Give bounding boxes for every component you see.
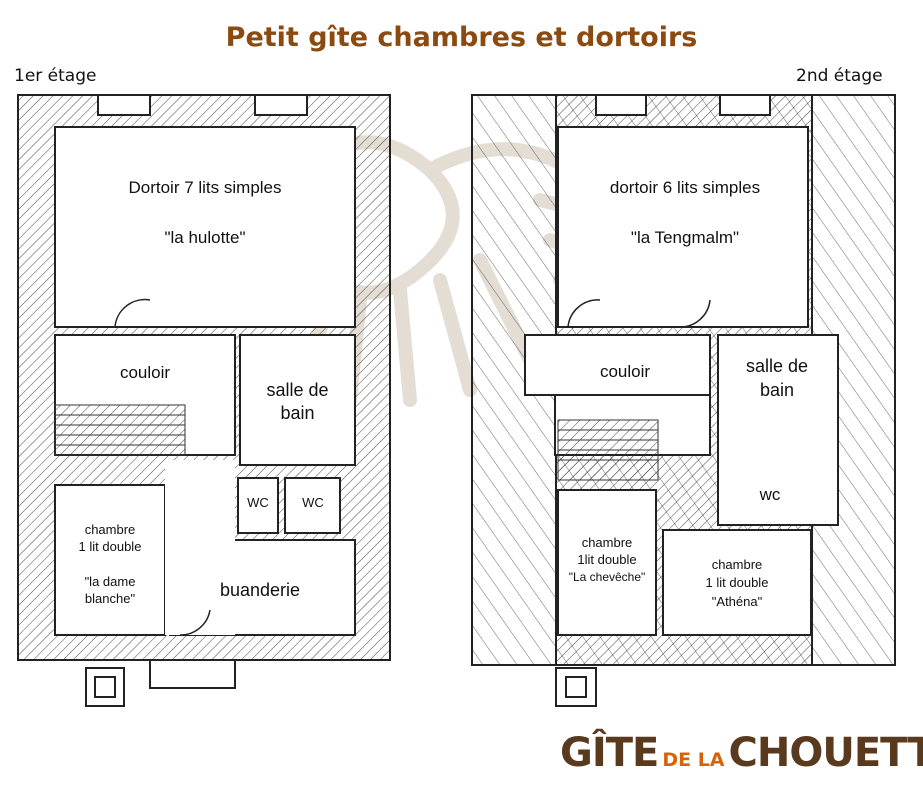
floor1-dortoir-nickname: "la hulotte" [164, 228, 246, 247]
floor2-dortoir-nickname: "la Tengmalm" [630, 228, 740, 247]
floor1-dortoir-name: Dortoir 7 lits simples [128, 178, 282, 197]
floor1-bath-line2: bain [280, 403, 315, 423]
floor1-plan [17, 94, 391, 707]
floor1-chambre-line2: 1 lit double [78, 539, 142, 554]
floor2-plan [471, 94, 896, 707]
floor1-chambre-line1: chambre [84, 522, 136, 537]
floor2-bath-line1: salle de [745, 356, 809, 376]
floor2-couloir: couloir [599, 362, 651, 381]
logo-part2: DE LA [662, 749, 725, 771]
floor1-chambre-line3: "la dame [84, 574, 136, 589]
floor2-chambre-a-line1: chambre [581, 535, 633, 550]
floor2-chambre-a-line3: "La chevêche" [568, 570, 646, 584]
floor1-bath-line1: salle de [266, 380, 329, 400]
floor2-wc: wc [759, 485, 781, 504]
floor1-chambre-line4: blanche" [84, 591, 136, 606]
floor1-couloir: couloir [119, 363, 171, 382]
page-title: Petit gîte chambres et dortoirs [225, 22, 698, 53]
floor2-chambre-b-line1: chambre [711, 557, 763, 572]
floor2-label: 2nd étage [796, 66, 883, 86]
logo-part3: CHOUETTE [728, 730, 923, 776]
floor1-buanderie: buanderie [219, 580, 301, 600]
floor1-wc-b: WC [302, 495, 324, 510]
floor2-dortoir-name: dortoir 6 lits simples [609, 178, 761, 197]
floor1-label: 1er étage [14, 66, 97, 86]
floor1-wc-a: WC [247, 495, 269, 510]
floor2-chambre-b-line2: 1 lit double [705, 575, 769, 590]
floor2-chambre-a-line2: 1lit double [577, 552, 637, 567]
logo-part1: GÎTE [560, 730, 659, 776]
floor2-chambre-b-line3: "Athéna" [711, 594, 763, 609]
floor2-bath-line2: bain [759, 380, 795, 400]
